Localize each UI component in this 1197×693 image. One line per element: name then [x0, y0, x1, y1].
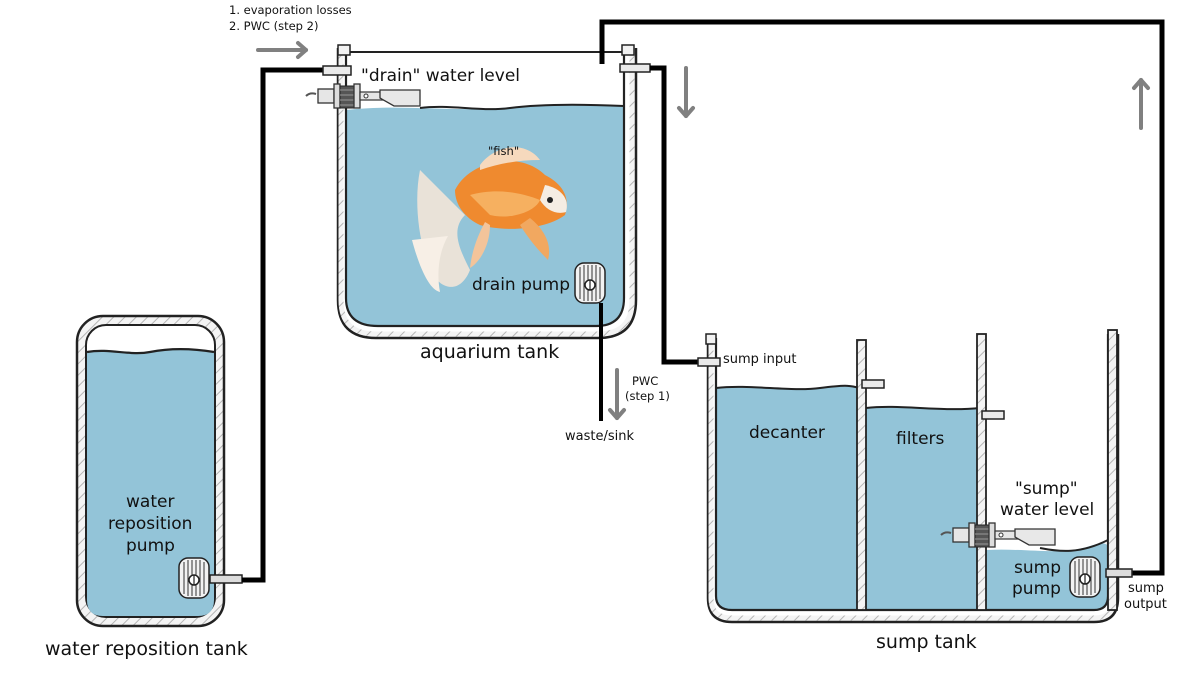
sump-pump-label-line2: pump: [1012, 579, 1061, 599]
reposition-pump-label-line1: water: [126, 492, 175, 512]
reposition-pump-label-line2: reposition: [108, 514, 193, 534]
drain-float-switch-icon: [305, 83, 421, 109]
reposition-supply-pipe: [242, 67, 326, 583]
sump-input-pipe: [697, 357, 721, 367]
aquarium-inlet-pipe: [322, 65, 352, 76]
sump-input-label: sump input: [723, 352, 797, 367]
flow-arrow-icon-overflow-down: [677, 66, 695, 118]
water-reposition-tank-label: water reposition tank: [45, 638, 248, 660]
filters-label: filters: [896, 429, 945, 449]
sump-pump-icon: [1069, 556, 1101, 598]
sump-water-level-label-line2: water level: [1000, 500, 1095, 520]
sump-water-level-label-line1: "sump": [1015, 479, 1078, 499]
reposition-pump-label-line3: pump: [126, 536, 175, 556]
pwc-step1-line2: (step 1): [625, 389, 670, 403]
inflow-note-1: 1. evaporation losses: [229, 3, 352, 17]
aquarium-tank-label: aquarium tank: [420, 341, 560, 363]
sump-tank-label: sump tank: [876, 631, 977, 653]
waste-sink-label: waste/sink: [565, 429, 634, 444]
sump-output-label-line1: sump: [1128, 581, 1164, 596]
pwc-step1-line1: PWC: [632, 374, 659, 388]
fish-label: "fish": [488, 144, 520, 158]
flow-arrow-icon-pwc-down: [608, 368, 626, 420]
water-reposition-pump-icon: [178, 557, 210, 599]
aquarium-overflow-pipe: [619, 63, 651, 73]
decanter-label: decanter: [749, 423, 825, 443]
sump-output-pipe: [1105, 568, 1133, 578]
sump-output-label-line2: output: [1124, 597, 1167, 612]
drain-pump-label: drain pump: [472, 275, 571, 295]
inflow-note-2: 2. PWC (step 2): [229, 19, 319, 33]
overflow-to-sump-pipe: [650, 65, 700, 365]
flow-arrow-icon-return-up: [1132, 78, 1150, 130]
sump-pump-label-line1: sump: [1014, 558, 1061, 578]
drain-pump-icon: [574, 262, 606, 304]
fish-icon: [412, 147, 567, 292]
sump-return-pipe: [599, 19, 1165, 576]
reposition-outlet-pipe: [209, 574, 243, 584]
flow-arrow-icon-inflow: [256, 41, 308, 59]
water-reposition-tank: [75, 314, 226, 628]
drain-water-level-label: "drain" water level: [361, 66, 521, 86]
